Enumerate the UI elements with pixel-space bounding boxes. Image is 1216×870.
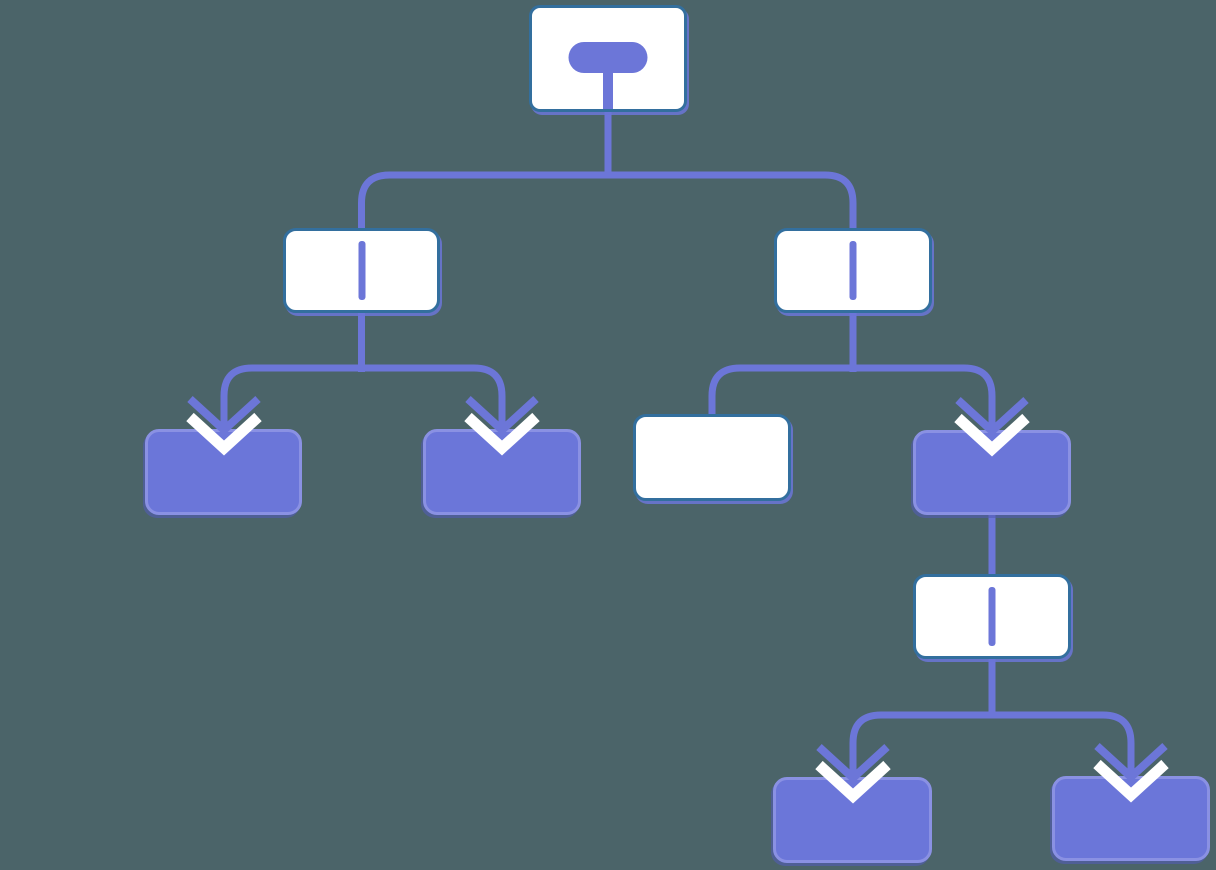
edge-branch-left-to-leaves [220, 310, 506, 427]
node-branch-right[interactable] [774, 228, 932, 313]
node-branch-mid[interactable] [913, 574, 1071, 659]
edge-branch-right-to-children [708, 310, 996, 428]
node-leaf-1[interactable] [145, 429, 302, 515]
node-plain[interactable] [633, 414, 791, 501]
node-leaf-4[interactable] [773, 777, 932, 863]
node-leaf-5[interactable] [1052, 776, 1210, 861]
node-branch-left[interactable] [283, 228, 440, 313]
vertical-line-icon [358, 241, 365, 300]
vertical-line-icon [849, 241, 857, 300]
edge-root-to-branches [358, 100, 857, 232]
pill-root-icon [568, 42, 648, 109]
edge-branch-mid-to-leaves [849, 656, 1135, 775]
node-leaf-2[interactable] [423, 429, 581, 515]
vertical-line-icon [988, 587, 996, 646]
node-leaf-3[interactable] [913, 430, 1071, 515]
node-root[interactable] [529, 5, 687, 112]
